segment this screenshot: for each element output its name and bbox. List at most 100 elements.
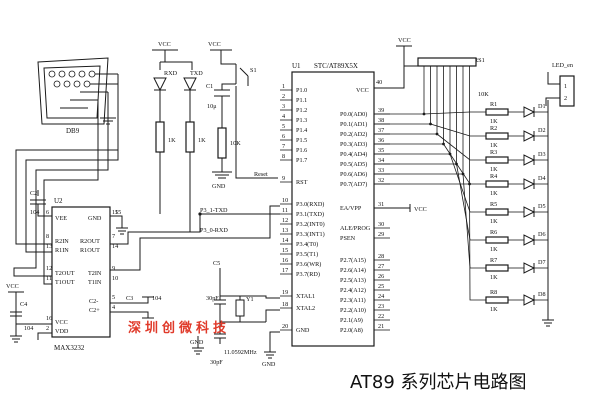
xtal-gnd-net: GND	[190, 339, 204, 346]
mcu-pin-number: 8	[282, 153, 285, 160]
led-feed-line	[423, 111, 486, 115]
led-diode-icon	[523, 178, 536, 190]
mcu-pin-number: 26	[378, 273, 384, 280]
led-resistor-val: 1K	[490, 274, 498, 281]
mcu-pin-number: 11	[282, 207, 288, 214]
mcu-pin-name: P0.3(AD3)	[340, 141, 367, 148]
rs1-taps	[374, 66, 471, 186]
txd-label: TXD	[190, 70, 203, 77]
led-resistor	[485, 236, 509, 244]
mcu-pin-name: XTAL1	[296, 293, 315, 300]
mcu-gnd-net: GND	[262, 361, 276, 368]
u2-r2out: R2OUT	[80, 238, 100, 245]
u2-t1out: T1OUT	[55, 279, 75, 286]
led-bank: R11KD1R21KD2R31KD3R41KD4R51KD5R61KD6R71K…	[423, 100, 554, 327]
y1-ref: Y1	[246, 296, 254, 303]
led-resistor-ref: R4	[490, 173, 497, 180]
net-p3-0-rxd: P3_0-RXD	[200, 227, 228, 234]
mcu-pin-number: 35	[378, 147, 384, 154]
u2-vcc-net: VCC	[6, 283, 19, 290]
u2-ref: U2	[54, 197, 63, 205]
led-resistor	[485, 132, 509, 140]
mcu-pin-name: P3.4(T0)	[296, 241, 318, 248]
led-resistor	[485, 156, 509, 164]
led-resistor	[485, 108, 509, 116]
c2-val: 104	[30, 209, 39, 216]
mcu-pin-name: P0.5(AD5)	[340, 161, 367, 168]
u2-r2in: R2IN	[55, 238, 69, 245]
led-resistor	[485, 180, 509, 188]
rxd-txd-leds: VCC RXD TXD 1K 1K	[152, 41, 206, 232]
mcu-pin-number: 13	[282, 227, 288, 234]
mcu-left-pins: 1P1.02P1.13P1.24P1.35P1.46P1.57P1.68P1.7…	[280, 83, 325, 334]
mcu-pin-name: P3.2(INT0)	[296, 221, 325, 228]
led-resistor-val: 1K	[490, 306, 498, 313]
led-resistor	[485, 264, 509, 272]
y1-val: 11.0592MHz	[224, 349, 257, 356]
mcu-pin-number: 20	[282, 323, 288, 330]
max3232-chip: U2 MAX3232 VEE GND R2IN R2OUT R1IN R1OUT…	[46, 197, 118, 352]
mcu-pin-name: ALE/PROG	[340, 225, 371, 232]
mcu-pin-name: P0.0(AD0)	[340, 111, 367, 118]
mcu-pin-name: P1.5	[296, 137, 307, 144]
led-diode-ref: D1	[538, 103, 546, 110]
mcu-pin-name: P2.2(A10)	[340, 307, 366, 314]
u2-vee: VEE	[55, 215, 67, 222]
u2-pin-11: 11	[46, 275, 52, 282]
watermark-text: 深圳创微科技	[128, 320, 230, 336]
led-resistor-val: 1K	[490, 166, 498, 173]
u2-t2in: T2IN	[88, 270, 102, 277]
mcu-pin-name: P3.6(WR)	[296, 261, 321, 268]
led-resistor-val: 1K	[490, 190, 498, 197]
mcu-pin-name: P1.3	[296, 117, 307, 124]
led-diode-icon	[523, 106, 536, 118]
led-diode-ref: D4	[538, 175, 546, 182]
led-resistor-ref: R7	[490, 257, 497, 264]
u2-t1in: T1IN	[88, 279, 102, 286]
u2-t2out: T2OUT	[55, 270, 75, 277]
mcu-pin-name: P2.6(A14)	[340, 267, 366, 274]
led-feed-line	[469, 183, 486, 301]
u2-pin-8: 8	[46, 233, 49, 240]
mcu-pin-name: XTAL2	[296, 305, 315, 312]
led-resistor-ref: R1	[490, 101, 497, 108]
led-diode-ref: D2	[538, 127, 546, 134]
rs1-val: 10K	[478, 91, 489, 98]
mcu-pin-number: 7	[282, 143, 285, 150]
mcu-pin-number: 10	[282, 197, 288, 204]
db9-label: DB9	[66, 127, 80, 135]
mcu-vcc-net: VCC	[398, 37, 411, 44]
u2-pin-2: 2	[46, 325, 49, 332]
led-enable-connector: LED_en 1 2	[545, 62, 575, 107]
mcu-pin-number: 22	[378, 313, 384, 320]
capacitor-c2: C2 104	[30, 190, 52, 217]
led-en-pin-2: 2	[564, 95, 567, 102]
mcu-pin-number: 17	[282, 267, 288, 274]
led-feed-line	[449, 153, 486, 213]
led-resistor-ref: R6	[490, 229, 497, 236]
mcu-pin-name: P0.2(AD2)	[340, 131, 367, 138]
mcu-pin-name: P0.4(AD4)	[340, 151, 367, 158]
mcu-pin-name: P0.7(AD7)	[340, 181, 367, 188]
mcu-pin-name: P1.4	[296, 127, 307, 134]
mcu-ref: U1	[292, 62, 301, 70]
led-diode-ref: D3	[538, 151, 546, 158]
led-diode-ref: D5	[538, 203, 546, 210]
r-txd-val: 1K	[198, 137, 206, 144]
u2-pin-13: 13	[46, 243, 52, 250]
mcu-pin-number: 25	[378, 283, 384, 290]
c3-val: 104	[152, 295, 161, 302]
led-resistor-val: 1K	[490, 142, 498, 149]
mcu-pin-name: P2.1(A9)	[340, 317, 363, 324]
mcu-pin-number: 16	[282, 257, 288, 264]
led-diode-ref: D8	[538, 291, 546, 298]
u2-pin-10: 10	[112, 275, 118, 282]
mcu-pin-name: P3.7(RD)	[296, 271, 320, 278]
u2-pin-15: 15	[112, 209, 118, 216]
mcu-pin-name: P2.7(A15)	[340, 257, 366, 264]
mcu-pin-number: 6	[282, 133, 285, 140]
mcu-pin-name: P2.4(A12)	[340, 287, 366, 294]
led-feed-line	[436, 133, 486, 161]
mcu-pin-name: P3.3(INT1)	[296, 231, 325, 238]
